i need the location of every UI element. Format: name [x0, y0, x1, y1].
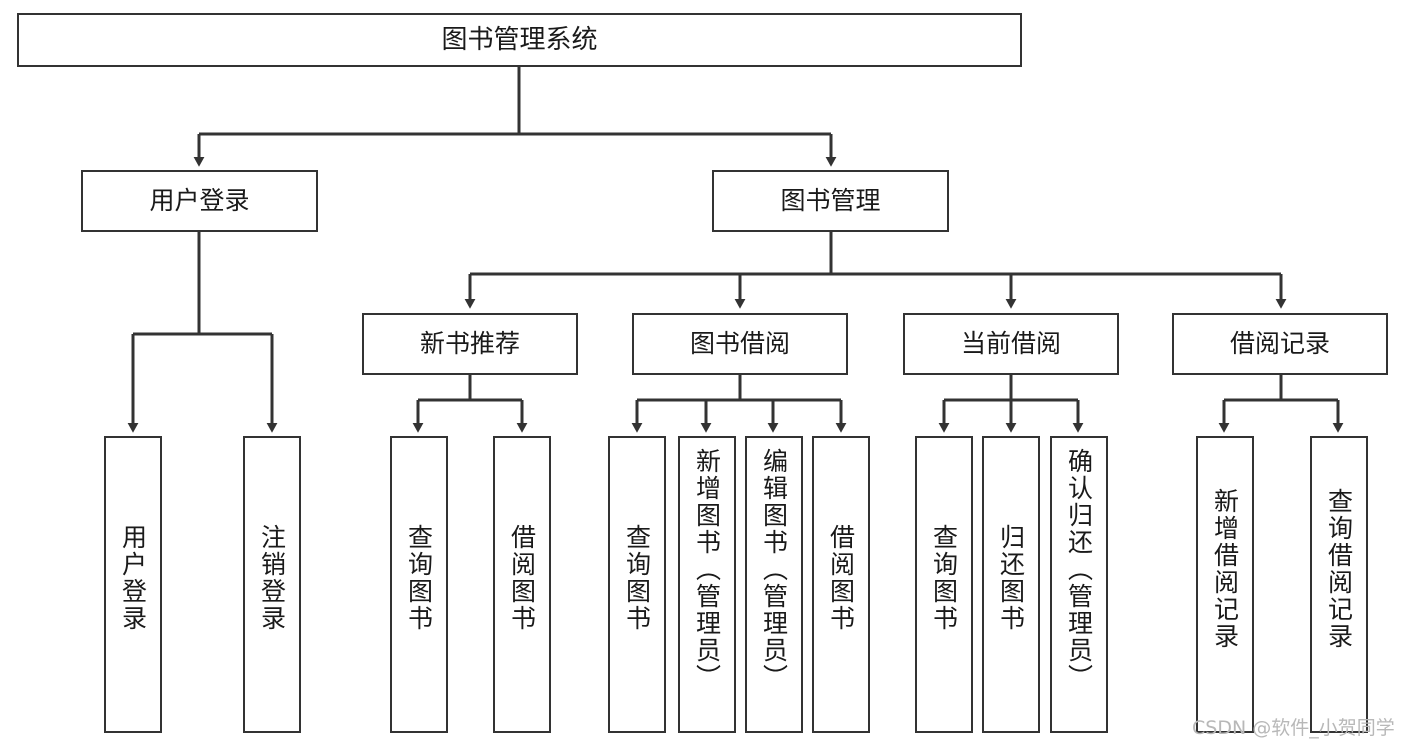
leaf-borrow-book-2[interactable]: 借阅图书: [812, 436, 870, 733]
node-book-borrow[interactable]: 图书借阅: [632, 313, 848, 375]
node-book-manage[interactable]: 图书管理: [712, 170, 949, 232]
leaf-return-book[interactable]: 归还图书: [982, 436, 1040, 733]
leaf-query-book-2[interactable]: 查询图书: [608, 436, 666, 733]
node-user-login[interactable]: 用户登录: [81, 170, 318, 232]
leaf-query-book-3[interactable]: 查询图书: [915, 436, 973, 733]
leaf-logout-login[interactable]: 注销登录: [243, 436, 301, 733]
leaf-confirm-return[interactable]: 确认归还（管理员）: [1050, 436, 1108, 733]
node-label: 新增借阅记录: [1210, 488, 1240, 650]
node-label: 借阅图书: [826, 524, 856, 632]
leaf-add-record[interactable]: 新增借阅记录: [1196, 436, 1254, 733]
node-label: 图书管理: [780, 186, 881, 216]
node-label: 新增图书（管理员）: [692, 448, 722, 691]
leaf-user-login[interactable]: 用户登录: [104, 436, 162, 733]
node-label: 图书管理系统: [441, 24, 598, 55]
node-label: 借阅图书: [507, 524, 537, 632]
node-new-book-recommend[interactable]: 新书推荐: [362, 313, 578, 375]
csdn-watermark: CSDN @软件_小贺同学: [1192, 717, 1395, 739]
node-label: 注销登录: [257, 524, 287, 632]
node-borrow-record[interactable]: 借阅记录: [1172, 313, 1388, 375]
node-label: 查询借阅记录: [1324, 488, 1354, 650]
node-label: 查询图书: [929, 524, 959, 632]
node-label: 用户登录: [149, 186, 250, 216]
leaf-add-book[interactable]: 新增图书（管理员）: [678, 436, 736, 733]
leaf-query-book-1[interactable]: 查询图书: [390, 436, 448, 733]
leaf-query-record[interactable]: 查询借阅记录: [1310, 436, 1368, 733]
node-label: 当前借阅: [960, 329, 1061, 359]
leaf-borrow-book-1[interactable]: 借阅图书: [493, 436, 551, 733]
node-label: 新书推荐: [419, 329, 520, 359]
node-label: 归还图书: [996, 524, 1026, 632]
node-label: 编辑图书（管理员）: [759, 448, 789, 691]
node-label: 借阅记录: [1229, 329, 1330, 359]
node-label: 查询图书: [622, 524, 652, 632]
leaf-edit-book[interactable]: 编辑图书（管理员）: [745, 436, 803, 733]
node-label: 查询图书: [404, 524, 434, 632]
node-label: 图书借阅: [689, 329, 790, 359]
node-label: 确认归还（管理员）: [1064, 448, 1094, 691]
node-current-borrow[interactable]: 当前借阅: [903, 313, 1119, 375]
node-root-book-management-system[interactable]: 图书管理系统: [17, 13, 1022, 67]
node-label: 用户登录: [118, 524, 148, 632]
